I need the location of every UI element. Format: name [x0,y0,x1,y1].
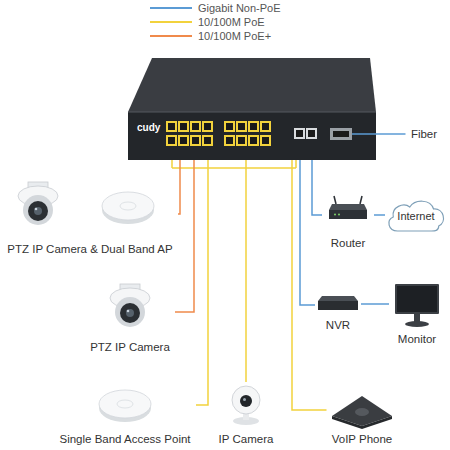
monitor-device: Monitor [389,280,445,346]
nvr-icon [318,296,358,310]
device-label: PTZ IP Camera & Dual Band AP [6,242,173,256]
ptz-camera-device: PTZ IP Camera [85,280,175,354]
device-label: IP Camera [218,432,275,446]
access-point-icon [99,390,151,422]
switch-illustration [128,58,376,160]
device-label: NVR [325,318,351,332]
ptz-camera-icon [110,284,150,327]
cable-line [245,160,247,382]
poe-switch: cudy [128,112,376,160]
device-label: VoIP Phone [331,432,394,446]
access-point-icon [102,192,154,224]
cable-line [175,160,194,312]
router-device: Router [322,198,374,250]
legend-swatch [150,7,192,9]
voip-phone-icon [332,396,392,429]
brand-logo: cudy [136,122,161,134]
fiber-label: Fiber [406,125,443,143]
cable-line [300,160,315,305]
cable-line [292,160,327,410]
legend-text: 10/100M PoE [198,15,265,29]
router-icon [329,196,367,219]
cable-line [376,133,406,135]
cable-line [361,303,389,305]
legend-swatch [150,35,192,37]
legend: Gigabit Non-PoE10/100M PoE10/100M PoE+ [150,1,281,43]
legend-entry: Gigabit Non-PoE [150,1,281,15]
cable-line [374,214,385,216]
device-label: Single Band Access Point [58,432,191,446]
camera-ap-group: PTZ IP Camera & Dual Band AP [2,172,178,256]
device-label: Router [330,236,367,250]
ip-camera-device: IP Camera [214,382,279,446]
legend-entry: 10/100M PoE+ [150,29,281,43]
legend-text: 10/100M PoE+ [198,29,271,43]
monitor-icon [395,284,439,327]
cable-line [312,160,322,215]
ip-camera-icon [232,386,260,425]
device-label: Fiber [410,127,438,141]
legend-swatch [150,21,192,23]
ptz-camera-icon [18,182,58,225]
nvr-device: NVR [315,292,361,332]
access-point-device: Single Band Access Point [54,382,196,446]
voip-phone-device: VoIP Phone [327,384,398,446]
device-label: PTZ IP Camera [89,340,171,354]
legend-text: Gigabit Non-PoE [198,1,281,15]
device-label: Monitor [397,332,437,346]
internet-cloud: Internet [385,198,447,234]
port-bracket [172,160,296,168]
cable-line [196,160,208,405]
device-label: Internet [396,209,435,223]
cable-line [178,160,180,214]
legend-entry: 10/100M PoE [150,15,281,29]
